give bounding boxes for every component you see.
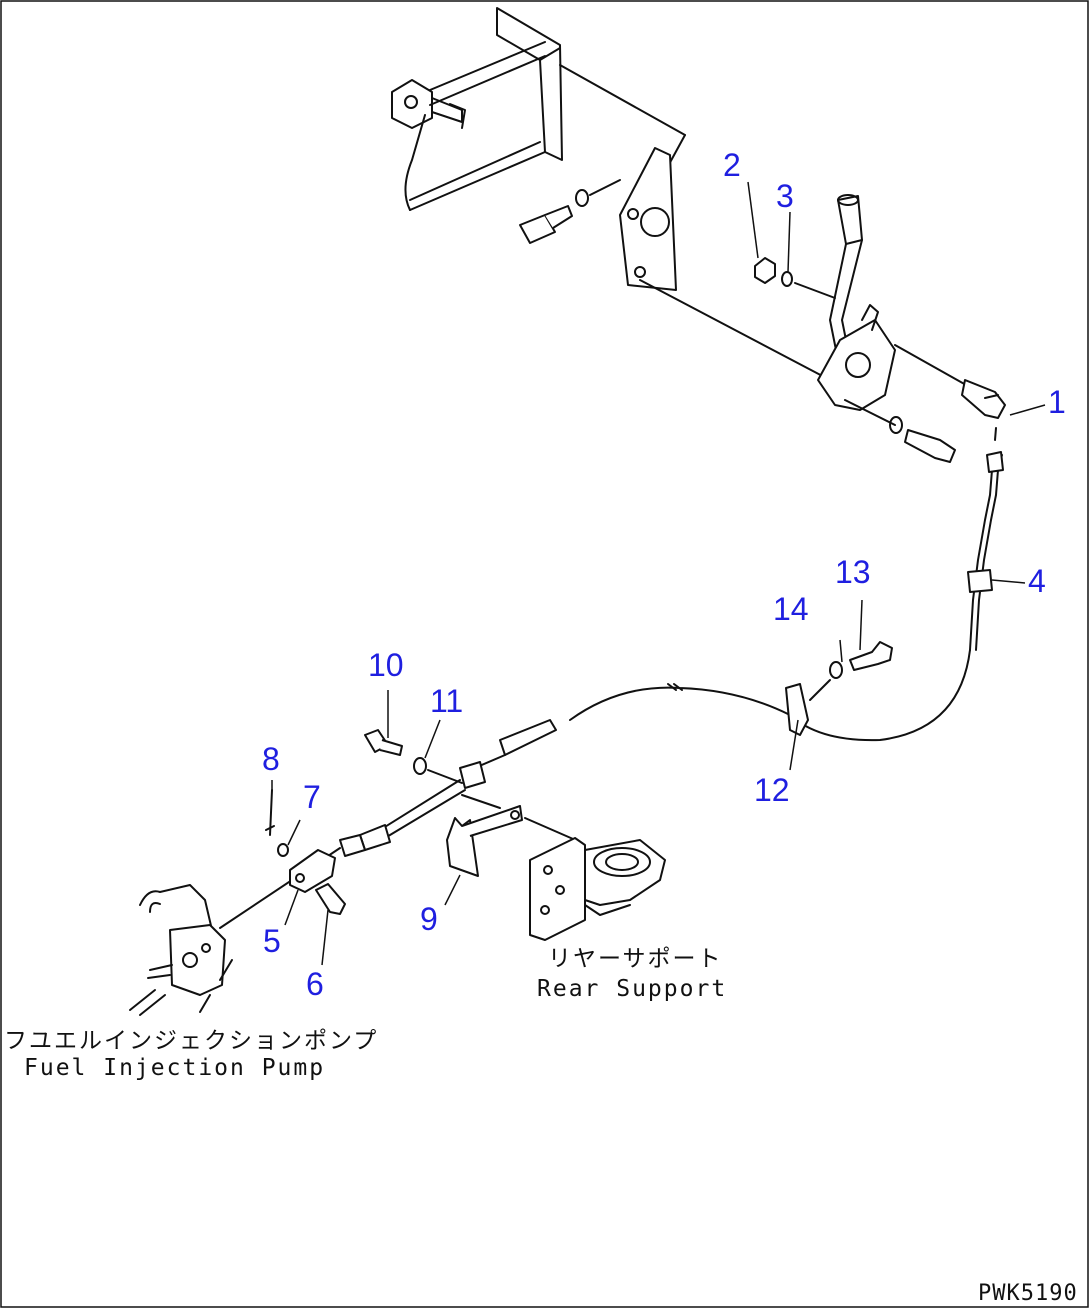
callout-14: 14 (773, 591, 809, 627)
rear-support-drawing (529, 837, 666, 941)
callout-10: 10 (368, 647, 404, 683)
nut-and-washer (754, 257, 836, 299)
rear-support-label-en: Rear Support (537, 976, 727, 1002)
cable-bracket-9 (446, 794, 581, 877)
callout-12: 12 (754, 772, 790, 808)
drawing-code: PWK5190 (978, 1281, 1078, 1306)
callout-8: 8 (262, 741, 280, 777)
part-labels: リヤーサポート Rear Support フユエルインジェクションポンプ Fue… (4, 946, 1078, 1306)
callout-1: 1 (1048, 384, 1066, 420)
callout-9: 9 (420, 901, 438, 937)
callout-numbers: 1 2 3 4 5 6 7 8 9 10 11 12 13 14 (262, 147, 1066, 1002)
lever-bracket-plate (619, 147, 831, 381)
bracket-bolt (519, 179, 621, 244)
callout-11: 11 (430, 683, 463, 719)
control-cable-lower (219, 719, 557, 929)
pump-label-jp: フユエルインジェクションポンプ (4, 1028, 378, 1054)
leader-lines (271, 181, 1046, 966)
fuel-injection-pump-drawing (129, 884, 233, 1016)
callout-13: 13 (835, 554, 871, 590)
callout-7: 7 (303, 779, 321, 815)
pump-label-en: Fuel Injection Pump (24, 1055, 325, 1081)
control-lever (817, 194, 976, 463)
cable-end-fitting (961, 379, 1006, 441)
callout-2: 2 (723, 147, 741, 183)
control-cable-upper (789, 451, 1004, 742)
callout-3: 3 (776, 178, 794, 214)
control-cable-middle (569, 641, 893, 736)
callout-4: 4 (1028, 563, 1046, 599)
callout-5: 5 (263, 923, 281, 959)
bolt-10 (364, 729, 463, 784)
callout-6: 6 (306, 966, 324, 1002)
small-parts-5-8 (265, 789, 346, 915)
rear-support-label-jp: リヤーサポート (548, 946, 723, 972)
